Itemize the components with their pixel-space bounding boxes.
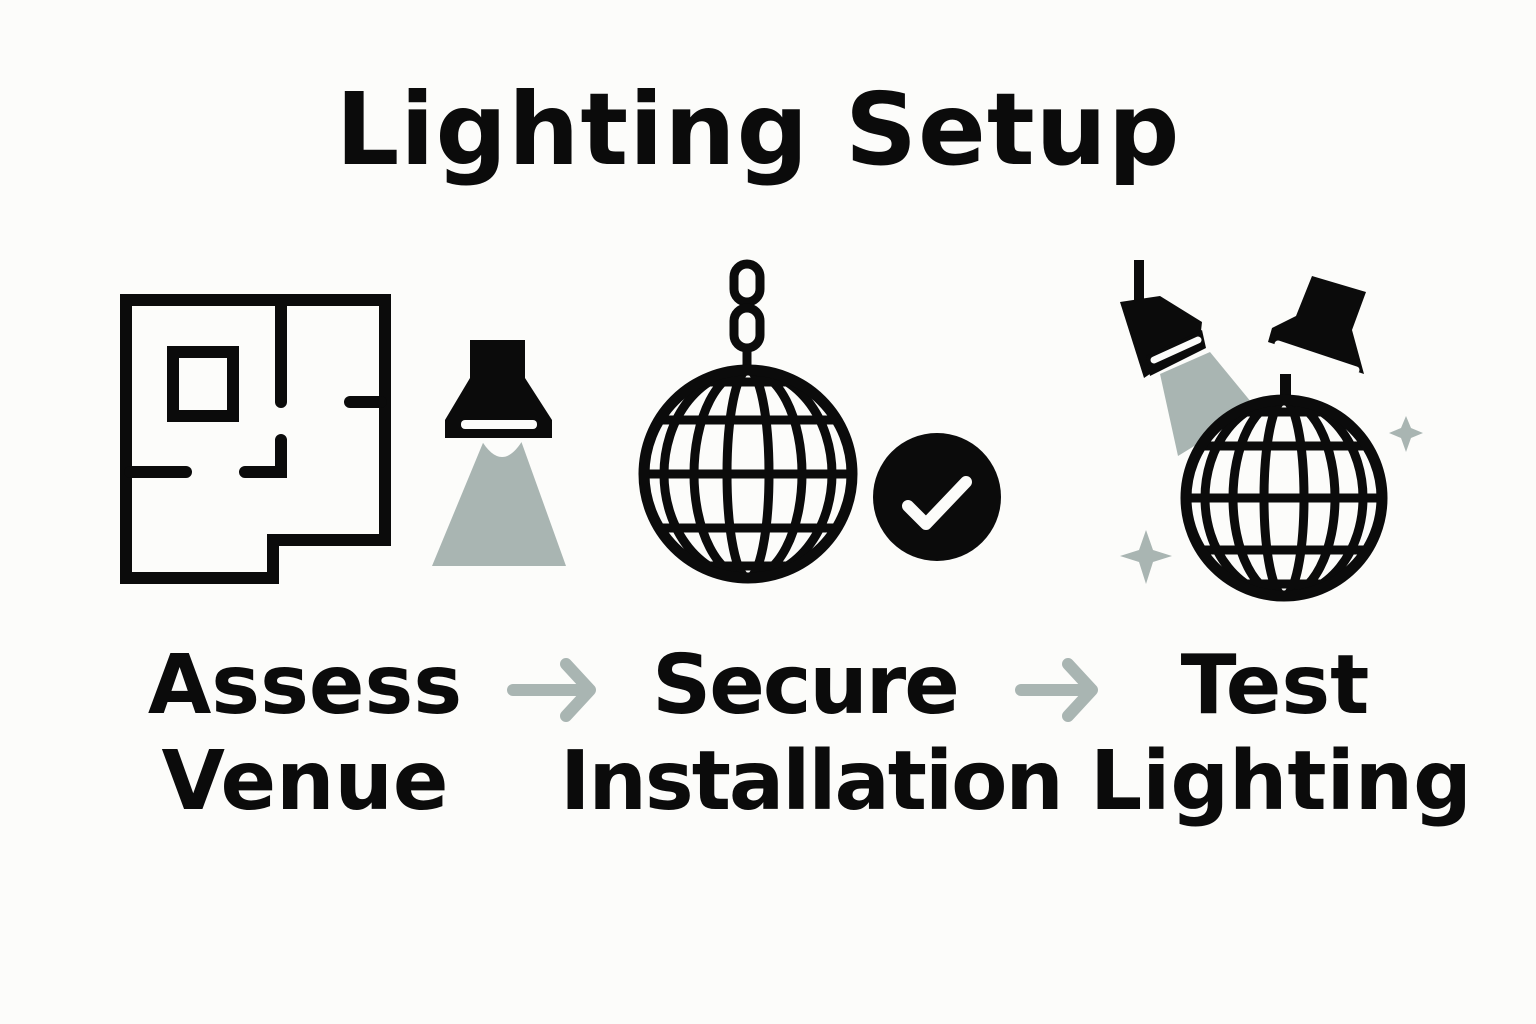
disco-ball-icon (1180, 394, 1388, 602)
step-label-assess-venue: Assess Venue (120, 638, 490, 830)
arrow-right-icon (507, 658, 596, 722)
checkmark-badge-icon (873, 433, 1001, 561)
chain-icon (729, 259, 765, 370)
step-label-line: Lighting (1090, 734, 1472, 829)
stage-spotlight-left-icon (1120, 260, 1206, 378)
floor-plan-icon (120, 294, 391, 584)
light-beam (1160, 352, 1256, 456)
step-label-line: Installation (560, 734, 1064, 829)
step-label-line: Venue (161, 734, 449, 829)
spotlight-icon (432, 340, 566, 566)
step-label-line: Secure (652, 638, 960, 733)
step-label-line: Test (1180, 638, 1370, 733)
sparkle-icon (1120, 530, 1172, 584)
sparkle-icon (1389, 416, 1423, 452)
diagram-title: Lighting Setup (335, 71, 1181, 188)
step-label-secure-installation: Secure Installation (560, 638, 1064, 830)
arrow-right-icon (1015, 658, 1098, 722)
step-label-test-lighting: Test Lighting (1090, 638, 1472, 830)
step-label-line: Assess (147, 638, 463, 733)
disco-ball-icon (638, 364, 858, 584)
stage-spotlight-right-icon (1268, 276, 1366, 396)
